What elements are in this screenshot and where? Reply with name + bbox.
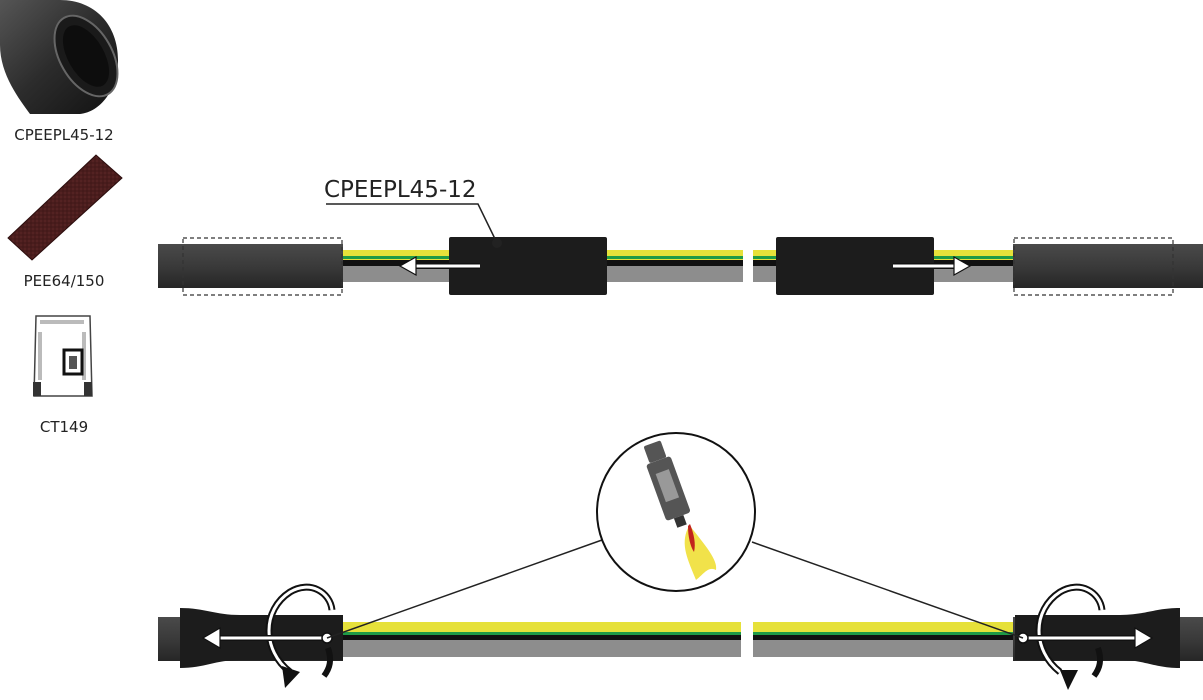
- sleeve-left: [449, 237, 607, 295]
- sleeve-right: [776, 237, 934, 295]
- rotate-icon-left: [265, 583, 336, 688]
- kit-item-cloth: CT149: [33, 315, 93, 436]
- torch-detail: [596, 432, 756, 592]
- rotate-icon-right: [1035, 583, 1106, 690]
- conductor-yellow-right: [753, 622, 1015, 634]
- sleeve-position-marker-left: [182, 237, 343, 296]
- leader-line-right: [751, 541, 1024, 639]
- conductor-green-left: [343, 632, 741, 635]
- step1-assembly: CPEEPL45-12: [158, 177, 1203, 296]
- gas-torch-icon: [644, 440, 717, 580]
- conductor-yellow-left: [343, 622, 741, 634]
- callout-label: CPEEPL45-12: [324, 177, 477, 203]
- kit-label-tape: PEE64/150: [24, 272, 105, 290]
- arrow-left-outward-icon: [201, 626, 333, 650]
- cable-sheath-right: [1013, 244, 1203, 288]
- callout-tube: CPEEPL45-12: [324, 177, 502, 248]
- flame-inner: [688, 524, 695, 552]
- conductor-green-right: [753, 632, 1015, 635]
- kit-item-tape: PEE64/150: [7, 154, 123, 290]
- conductor-black-right: [753, 635, 1015, 640]
- step2-assembly: [158, 432, 1203, 690]
- sleeve-position-marker-right: [1013, 237, 1174, 296]
- conductor-grey-left: [343, 640, 741, 657]
- conductor-black-left: [343, 635, 741, 640]
- kit-item-tube: CPEEPL45-12: [0, 0, 119, 144]
- sealing-tape-icon: [7, 154, 123, 261]
- conductor-grey-right: [753, 640, 1015, 657]
- arrow-right-icon: [893, 255, 972, 277]
- kit-label-cloth: CT149: [40, 418, 88, 436]
- kit-label-tube: CPEEPL45-12: [14, 126, 113, 144]
- leader-line-left: [326, 539, 603, 639]
- cable-sheath-left: [158, 244, 343, 288]
- arrow-right-outward-icon: [1017, 626, 1154, 650]
- heat-shrink-tube-icon: [0, 0, 119, 114]
- arrow-left-icon: [398, 255, 480, 277]
- cleaning-cloth-pack-icon: [33, 315, 93, 397]
